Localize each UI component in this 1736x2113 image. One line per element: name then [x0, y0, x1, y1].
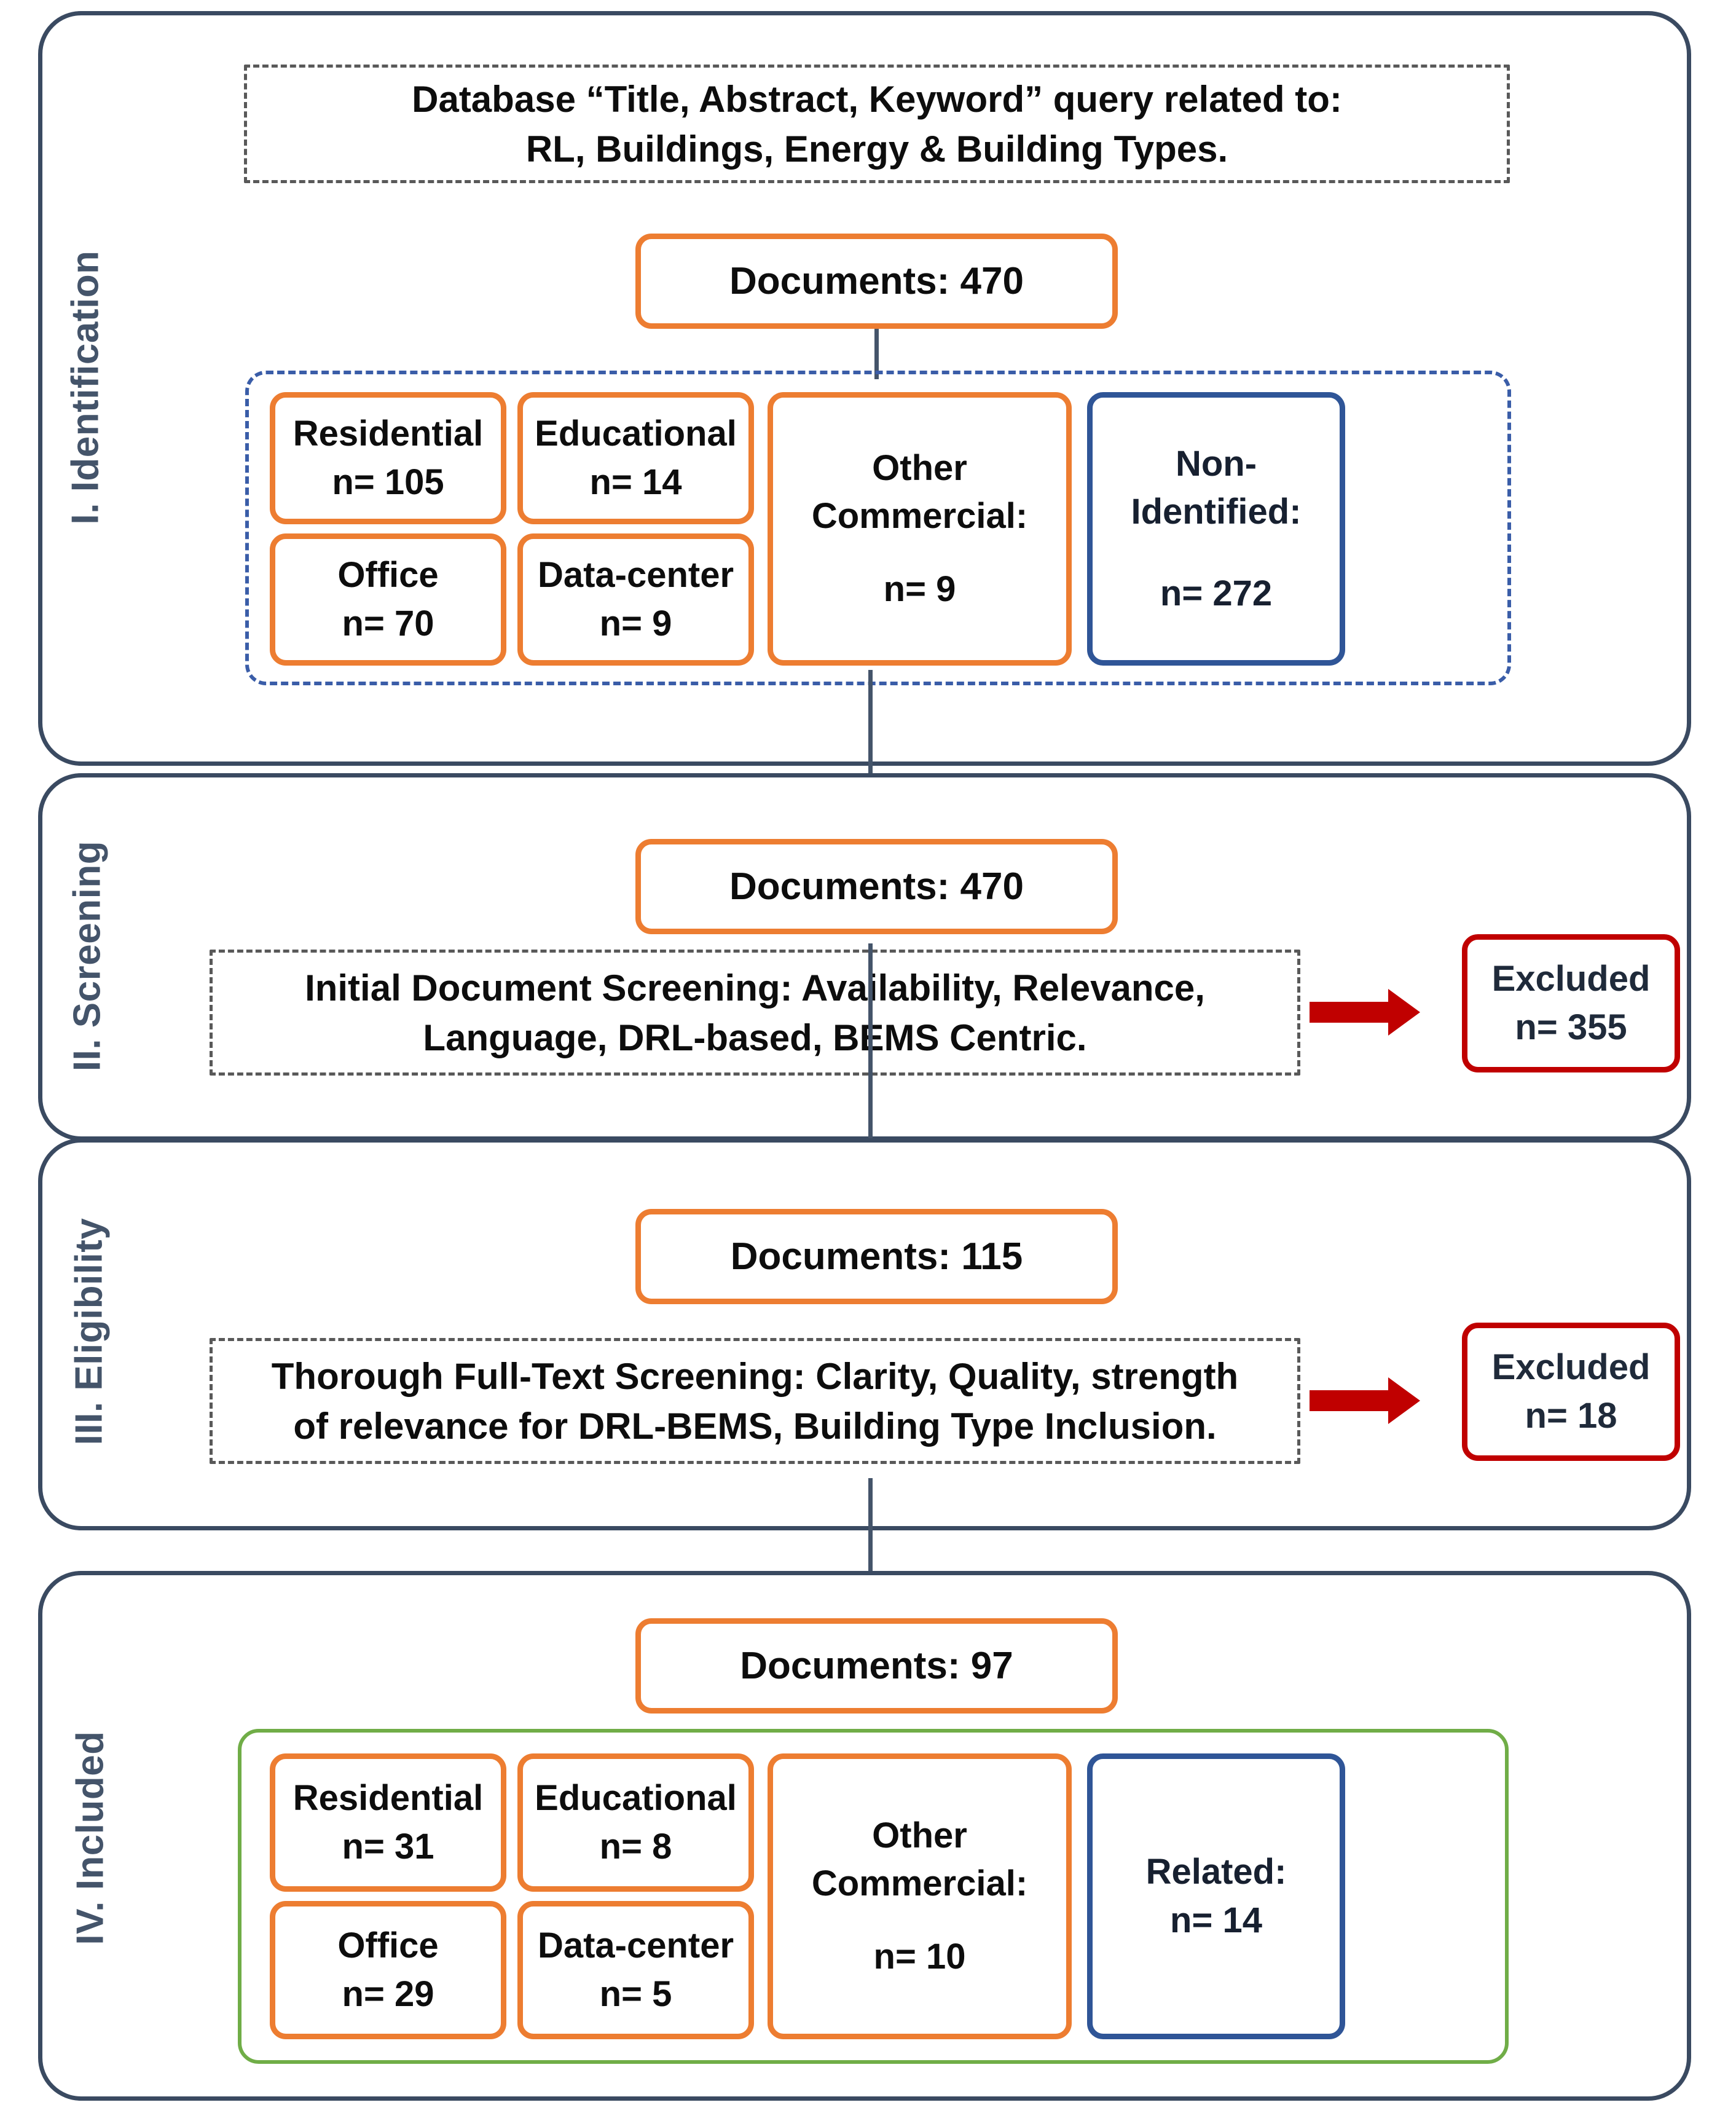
documents-box-screening: Documents: 470: [635, 839, 1118, 934]
building-type-count: n= 9: [599, 603, 672, 643]
stage-eligibility: III. Eligibility Documents: 115 Thorough…: [38, 1138, 1691, 1530]
excluded-arrow-head-screening: [1388, 989, 1420, 1036]
building-types-group-included: [238, 1729, 1509, 2064]
excluded-label: Excluded: [1491, 1347, 1651, 1388]
building-type-name-line-1: Non-: [1175, 443, 1257, 484]
building-type-count: n= 8: [599, 1826, 672, 1867]
building-type-name: Office: [337, 1926, 439, 1966]
building-type-count: n= 14: [1170, 1900, 1262, 1940]
excluded-box-screening: Excluded n= 355: [1462, 934, 1680, 1072]
building-type-name: Office: [337, 555, 439, 596]
building-type-educational: Educational n= 14: [517, 392, 754, 524]
building-type-data-center: Data-center n= 5: [517, 1901, 754, 2039]
documents-count-label: Documents: 470: [729, 259, 1024, 302]
screening-criteria-box: Initial Document Screening: Availability…: [210, 950, 1300, 1076]
criteria-line-1: Initial Document Screening: Availability…: [305, 967, 1205, 1009]
query-line-1: Database “Title, Abstract, Keyword” quer…: [412, 78, 1342, 120]
documents-box-eligibility: Documents: 115: [635, 1209, 1118, 1304]
excluded-arrow-head-eligibility: [1388, 1377, 1420, 1424]
building-type-count: n= 14: [589, 462, 682, 502]
building-type-name-line-2: Commercial:: [811, 496, 1028, 537]
building-types-group-identification: [245, 371, 1511, 685]
documents-count-label: Documents: 115: [730, 1235, 1023, 1278]
building-type-office: Office n= 70: [270, 533, 506, 666]
query-line-2: RL, Buildings, Energy & Building Types.: [525, 128, 1228, 170]
stage-screening: II. Screening Documents: 470 Initial Doc…: [38, 773, 1691, 1141]
building-type-related: Related: n= 14: [1087, 1753, 1345, 2039]
building-type-name-line-2: Identified:: [1131, 491, 1302, 532]
building-type-count: n= 272: [1160, 573, 1273, 614]
connector-screening-to-eligibility: [868, 943, 873, 1208]
excluded-arrow-shaft-screening: [1310, 1002, 1392, 1023]
building-type-count: n= 70: [342, 603, 434, 643]
documents-box-included: Documents: 97: [635, 1618, 1118, 1714]
documents-count-label: Documents: 470: [729, 865, 1024, 908]
building-type-count: n= 9: [883, 569, 956, 609]
building-type-count: n= 31: [342, 1826, 434, 1867]
query-box: Database “Title, Abstract, Keyword” quer…: [244, 65, 1510, 183]
building-type-other-commercial: Other Commercial: n= 10: [768, 1753, 1072, 2039]
connector-eligibility-to-included: [868, 1478, 873, 1613]
stage-label-identification: I. Identification: [64, 250, 107, 525]
building-type-name-line-2: Commercial:: [811, 1863, 1028, 1904]
stage-included: IV. Included Documents: 97 Residential n…: [38, 1571, 1691, 2101]
building-type-office: Office n= 29: [270, 1901, 506, 2039]
building-type-name: Data-center: [537, 1926, 734, 1966]
excluded-count: n= 18: [1525, 1395, 1617, 1436]
building-type-name: Educational: [535, 414, 737, 454]
documents-count-label: Documents: 97: [740, 1644, 1013, 1687]
building-type-other-commercial: Other Commercial: n= 9: [768, 392, 1072, 666]
excluded-box-eligibility: Excluded n= 18: [1462, 1323, 1680, 1461]
connector-identification-to-screening: [868, 670, 873, 836]
building-type-name-line-1: Related:: [1145, 1852, 1287, 1892]
stage-label-included: IV. Included: [69, 1731, 112, 1945]
building-type-name: Residential: [293, 1778, 484, 1819]
building-type-name: Residential: [293, 414, 484, 454]
building-type-name-line-1: Other: [872, 448, 967, 489]
stage-label-screening: II. Screening: [66, 840, 109, 1072]
building-type-count: n= 10: [873, 1936, 966, 1977]
building-type-name-line-1: Other: [872, 1816, 967, 1856]
criteria-line-1: Thorough Full-Text Screening: Clarity, Q…: [271, 1355, 1239, 1397]
building-type-educational: Educational n= 8: [517, 1753, 754, 1892]
excluded-count: n= 355: [1515, 1007, 1627, 1047]
building-type-count: n= 5: [599, 1973, 672, 2014]
connector-line-ident-internal: [874, 329, 879, 379]
eligibility-criteria-box: Thorough Full-Text Screening: Clarity, Q…: [210, 1338, 1300, 1464]
excluded-arrow-shaft-eligibility: [1310, 1390, 1392, 1411]
stage-identification: I. Identification Database “Title, Abstr…: [38, 11, 1691, 766]
building-type-data-center: Data-center n= 9: [517, 533, 754, 666]
building-type-residential: Residential n= 105: [270, 392, 506, 524]
documents-box-identification: Documents: 470: [635, 234, 1118, 329]
building-type-non-identified: Non- Identified: n= 272: [1087, 392, 1345, 666]
criteria-line-2: of relevance for DRL-BEMS, Building Type…: [293, 1405, 1217, 1447]
criteria-line-2: Language, DRL-based, BEMS Centric.: [423, 1017, 1087, 1058]
building-type-residential: Residential n= 31: [270, 1753, 506, 1892]
building-type-count: n= 29: [342, 1973, 434, 2014]
building-type-name: Data-center: [537, 555, 734, 596]
excluded-label: Excluded: [1491, 959, 1651, 999]
building-type-name: Educational: [535, 1778, 737, 1819]
stage-label-eligibility: III. Eligibility: [68, 1218, 111, 1446]
building-type-count: n= 105: [332, 462, 444, 502]
